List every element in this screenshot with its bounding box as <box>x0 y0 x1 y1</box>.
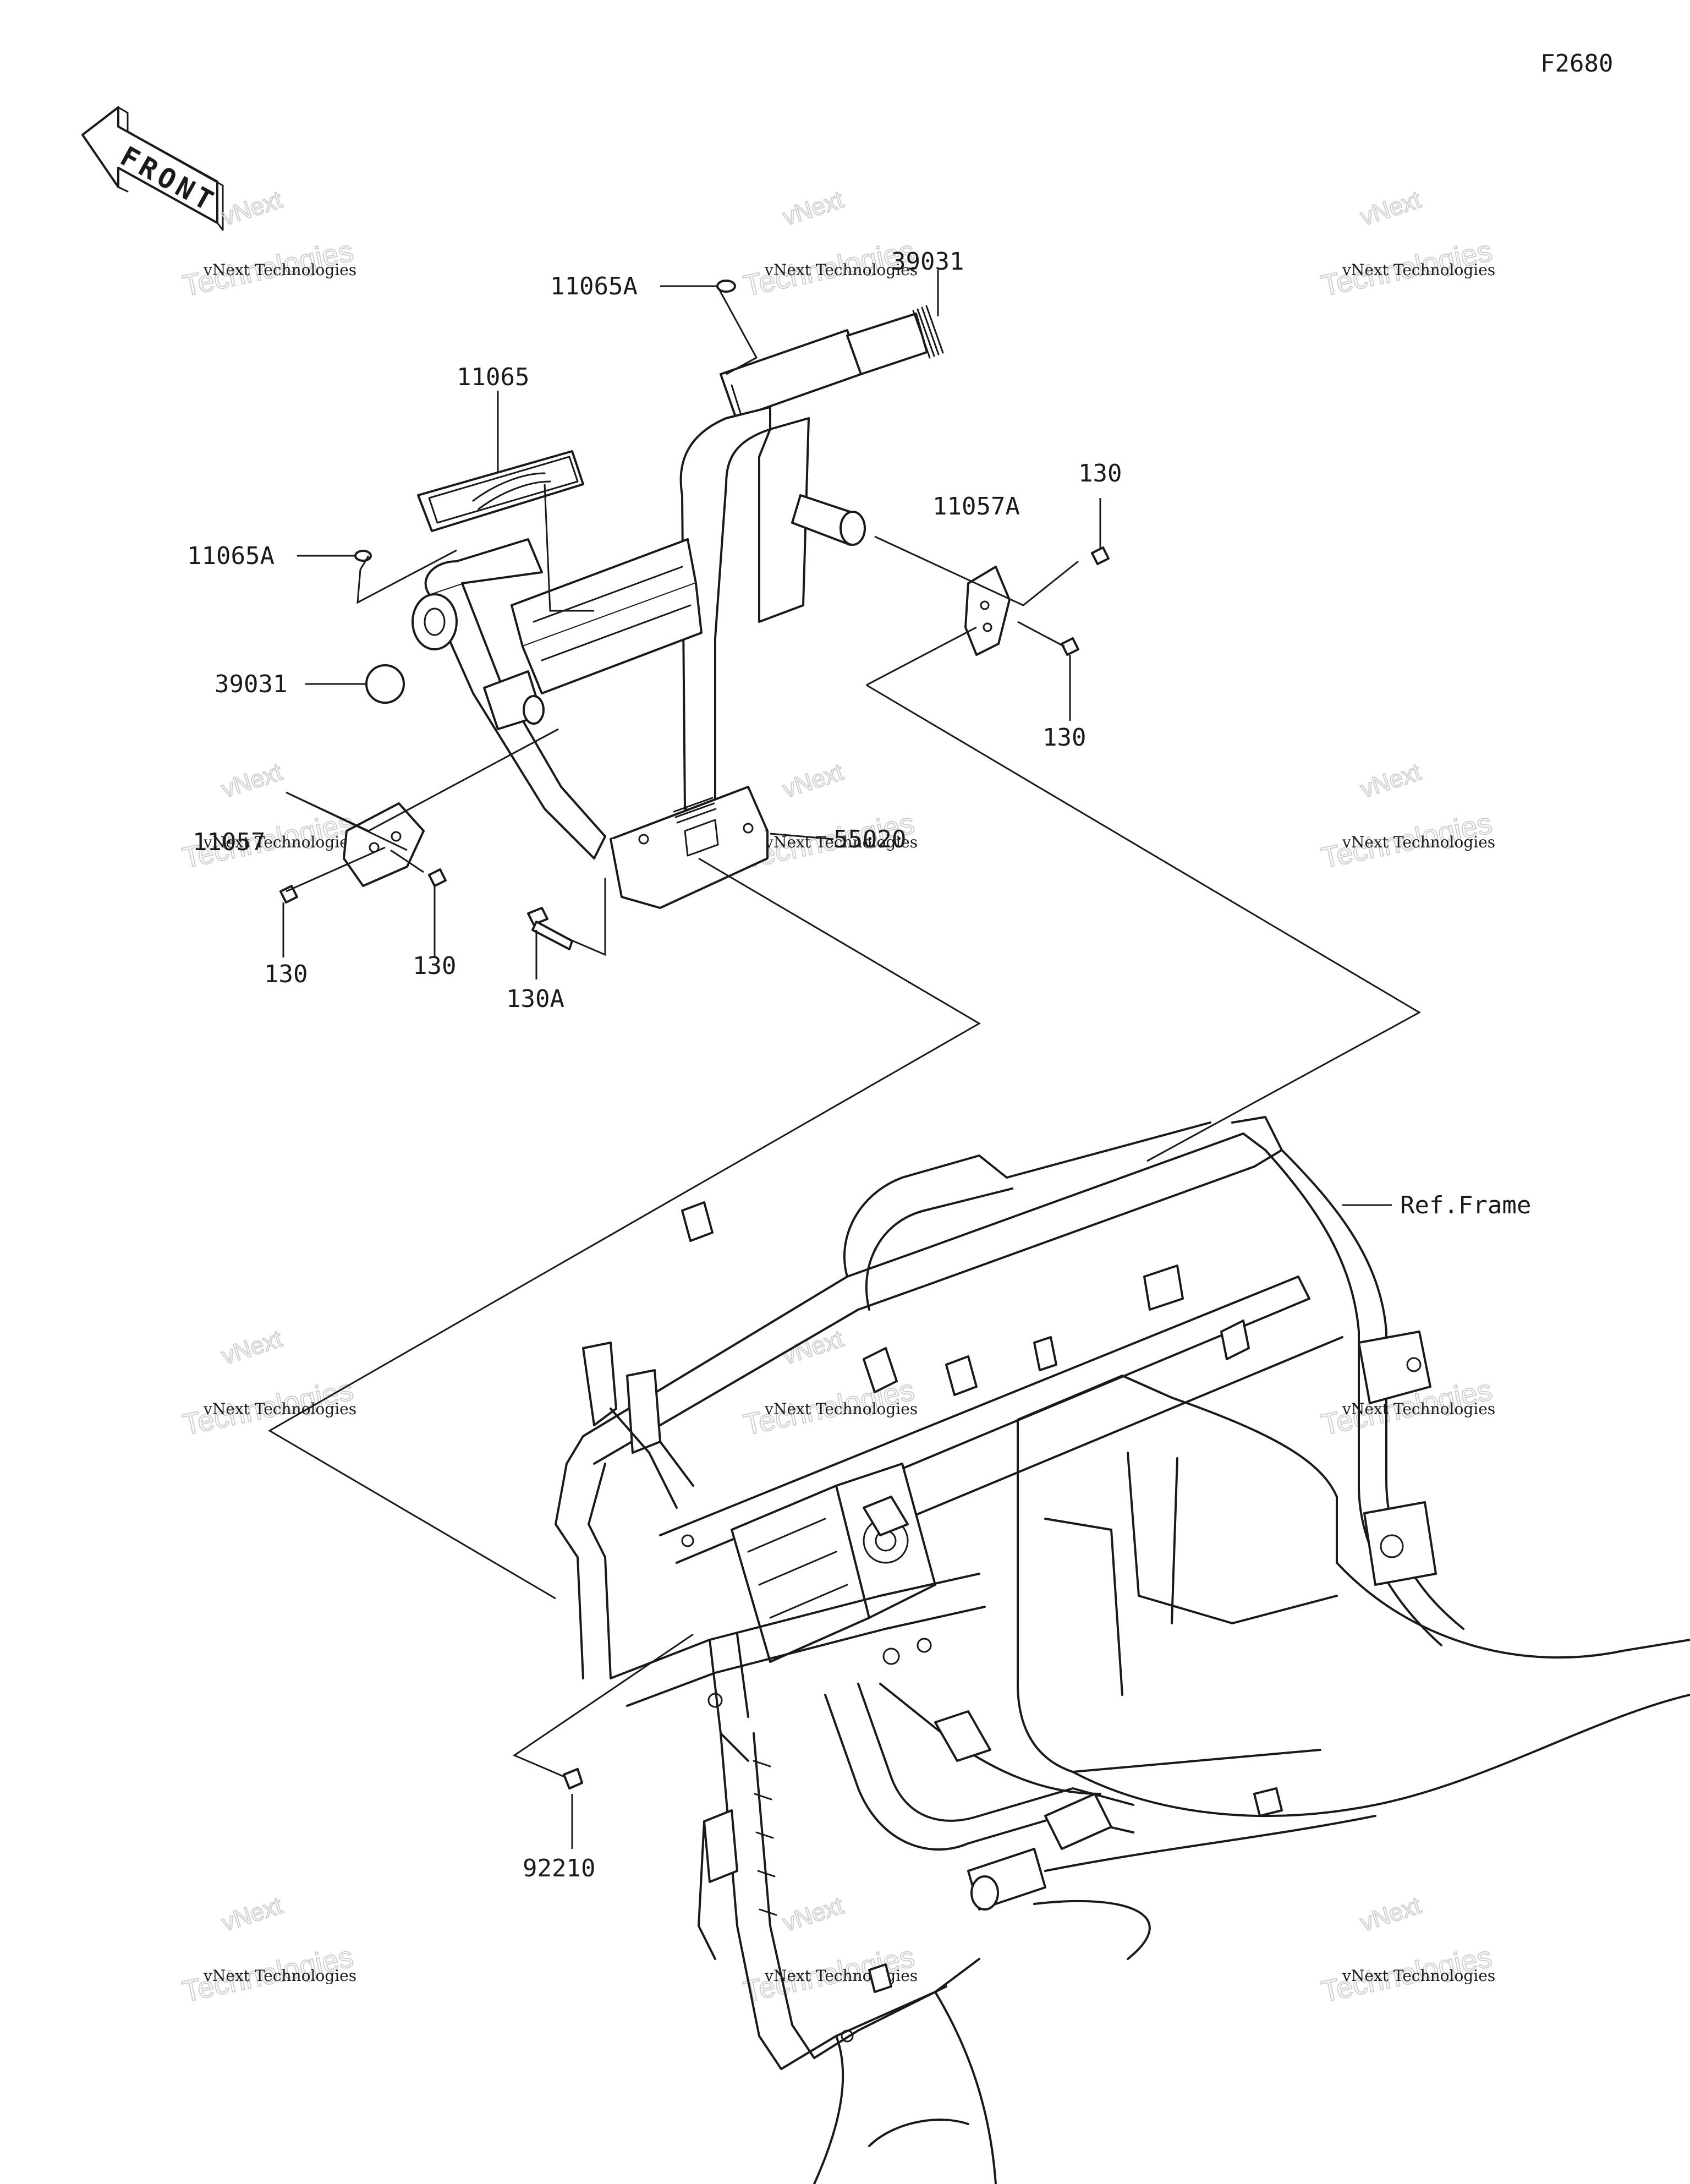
callout-11065A-top: 11065A <box>550 272 638 300</box>
svg-text:vNext Technologies: vNext Technologies <box>203 1400 356 1418</box>
svg-text:vNext: vNext <box>780 1325 847 1370</box>
svg-text:vNext Technologies: vNext Technologies <box>1342 833 1495 851</box>
svg-text:vNext Technologies: vNext Technologies <box>203 833 356 851</box>
svg-text:vNext Technologies: vNext Technologies <box>1342 1400 1495 1418</box>
svg-text:vNext Technologies: vNext Technologies <box>1342 1967 1495 1985</box>
front-arrow-icon: FRONT <box>81 106 224 231</box>
svg-text:vNext: vNext <box>780 1892 847 1936</box>
callout-11065A-left: 11065A <box>187 542 275 570</box>
callout-55020: 55020 <box>833 825 906 853</box>
bracket-11057A <box>964 566 1011 656</box>
emblem-11065 <box>417 450 584 532</box>
callout-130-right: 130 <box>1042 724 1086 752</box>
svg-text:vNext: vNext <box>1357 1892 1424 1936</box>
svg-text:vNext: vNext <box>780 758 847 803</box>
callout-130A: 130A <box>506 985 564 1013</box>
callout-39031-top: 39031 <box>891 248 964 276</box>
bracket-11057 <box>343 802 425 887</box>
svg-text:vNext Technologies: vNext Technologies <box>764 1967 918 1985</box>
callout-130-left-b: 130 <box>413 952 456 980</box>
callout-11057: 11057 <box>193 828 265 856</box>
figure-code: F2680 <box>1540 50 1613 78</box>
ref-frame <box>555 1116 1690 2184</box>
leader-lines <box>268 270 1422 1849</box>
callout-11065: 11065 <box>457 363 529 391</box>
cap-39031-left <box>365 664 405 704</box>
bolt-icon <box>279 546 1110 1789</box>
svg-text:vNext Technologies: vNext Technologies <box>1342 261 1495 279</box>
callout-39031-left: 39031 <box>215 670 287 698</box>
svg-text:vNext Technologies: vNext Technologies <box>203 261 356 279</box>
svg-text:vNext Technologies: vNext Technologies <box>764 261 918 279</box>
svg-text:vNext: vNext <box>780 186 847 231</box>
callout-92210: 92210 <box>523 1854 595 1882</box>
callout-130-top-right: 130 <box>1078 459 1122 488</box>
svg-text:vNext: vNext <box>218 758 286 803</box>
nut-92210 <box>563 1768 583 1789</box>
svg-text:vNext: vNext <box>218 1325 286 1370</box>
watermark: vNext Technologies vNext Technologies vN… <box>179 185 1496 2009</box>
callout-130-left-a: 130 <box>264 960 308 988</box>
svg-text:vNext: vNext <box>218 1892 286 1936</box>
svg-text:vNext: vNext <box>1357 758 1424 803</box>
front-guard-assembly <box>411 305 944 909</box>
svg-text:vNext Technologies: vNext Technologies <box>203 1967 356 1985</box>
spring-icon <box>912 305 944 359</box>
callout-ref-frame: Ref.Frame <box>1400 1191 1531 1219</box>
callout-11057A: 11057A <box>932 492 1020 521</box>
svg-text:vNext Technologies: vNext Technologies <box>764 1400 918 1418</box>
callout-labels: 11065A 39031 11065 11065A 39031 130 1105… <box>187 248 1531 1882</box>
svg-text:vNext: vNext <box>218 186 286 231</box>
svg-text:vNext: vNext <box>1357 186 1424 231</box>
